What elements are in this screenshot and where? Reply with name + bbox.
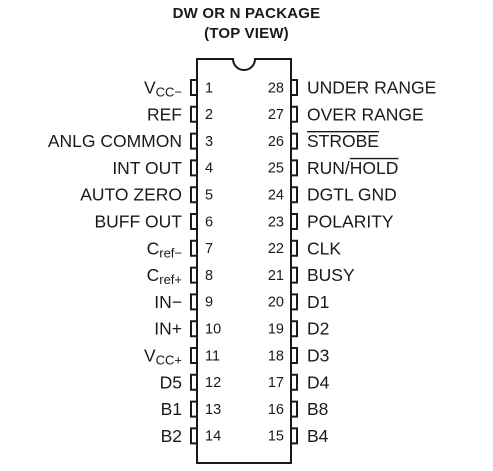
pin-bracket bbox=[190, 132, 197, 150]
pin-bracket bbox=[291, 427, 298, 445]
pin-label: REF bbox=[147, 104, 182, 124]
pin-number: 19 bbox=[268, 322, 284, 338]
left-pin-group: 1 VCC− 2 REF 3 ANLG COMMON 4 INT OUT 5 AUTO ZERO 6… bbox=[48, 77, 221, 445]
pin-number: 9 bbox=[205, 295, 213, 311]
pin-number: 8 bbox=[205, 268, 213, 284]
pin-bracket bbox=[190, 159, 197, 177]
pin-bracket bbox=[190, 239, 197, 257]
pin-number: 16 bbox=[268, 402, 284, 418]
pin-label: B1 bbox=[161, 399, 182, 419]
pin-number: 25 bbox=[268, 161, 284, 177]
pin-bracket bbox=[291, 373, 298, 391]
pin-label: B2 bbox=[161, 426, 182, 446]
pin-label: RUN/HOLD bbox=[307, 158, 398, 178]
pin-label: BUFF OUT bbox=[95, 211, 183, 231]
pin-number: 2 bbox=[205, 107, 213, 123]
pin-label: IN+ bbox=[154, 318, 182, 338]
pin-label: D3 bbox=[307, 345, 329, 365]
pin-bracket bbox=[190, 373, 197, 391]
pin-bracket bbox=[291, 159, 298, 177]
pin-label: D2 bbox=[307, 318, 329, 338]
pin-bracket bbox=[291, 186, 298, 204]
pin-bracket bbox=[190, 427, 197, 445]
pin-number: 12 bbox=[205, 375, 221, 391]
pin-number: 27 bbox=[268, 107, 284, 123]
pin-label: B8 bbox=[307, 399, 328, 419]
pin-bracket bbox=[190, 400, 197, 418]
pin-label: B4 bbox=[307, 426, 329, 446]
pin-bracket bbox=[190, 213, 197, 230]
pin-bracket bbox=[291, 347, 298, 364]
pin-bracket bbox=[291, 239, 298, 257]
pin-label: Cref− bbox=[147, 238, 182, 261]
pin-number: 13 bbox=[205, 402, 221, 418]
pin-number: 11 bbox=[205, 348, 220, 364]
pin-number: 1 bbox=[205, 80, 213, 96]
pin-label: AUTO ZERO bbox=[80, 184, 182, 204]
pin-number: 7 bbox=[205, 241, 213, 257]
pin-bracket bbox=[190, 79, 197, 96]
pin-label: BUSY bbox=[307, 265, 355, 285]
pin-label: IN− bbox=[154, 292, 182, 312]
pin-bracket bbox=[190, 266, 197, 284]
pin-bracket bbox=[291, 400, 298, 418]
pin-bracket bbox=[190, 320, 197, 338]
pin-number: 10 bbox=[205, 322, 221, 338]
pin-label: VCC+ bbox=[144, 345, 182, 368]
pin-number: 24 bbox=[268, 188, 284, 204]
pin-label: UNDER RANGE bbox=[307, 77, 436, 97]
pin-number: 4 bbox=[205, 161, 213, 177]
pin-number: 6 bbox=[205, 214, 213, 230]
view-title: (TOP VIEW) bbox=[204, 25, 289, 42]
pin-number: 21 bbox=[268, 268, 284, 284]
pin-label: INT OUT bbox=[112, 158, 182, 178]
right-pin-group: 28 UNDER RANGE 27 OVER RANGE 26 STROBE 25 RUN/H… bbox=[268, 77, 436, 445]
pin-number: 17 bbox=[268, 375, 284, 391]
pin-bracket bbox=[291, 293, 298, 311]
pin-label: STROBE bbox=[307, 131, 379, 151]
pin-label: ANLG COMMON bbox=[48, 131, 182, 151]
pin-number: 26 bbox=[268, 134, 284, 150]
pin-bracket bbox=[291, 132, 298, 150]
pin-number: 23 bbox=[268, 214, 284, 230]
pin-bracket bbox=[291, 266, 298, 284]
pin-bracket bbox=[190, 347, 197, 364]
pin-bracket bbox=[291, 320, 298, 338]
pin-label: OVER RANGE bbox=[307, 104, 424, 124]
package-title: DW OR N PACKAGE bbox=[172, 5, 321, 22]
pin-label: Cref+ bbox=[147, 265, 182, 288]
pin-label: D4 bbox=[307, 372, 330, 392]
pin-label: D1 bbox=[307, 292, 329, 312]
pin-bracket bbox=[190, 186, 197, 204]
pin-number: 22 bbox=[268, 241, 284, 257]
pin-label: VCC− bbox=[144, 77, 182, 100]
pin-bracket bbox=[291, 213, 298, 230]
pin-number: 18 bbox=[268, 348, 284, 364]
pin-number: 28 bbox=[268, 80, 284, 96]
pin-number: 3 bbox=[205, 134, 213, 150]
pin-number: 15 bbox=[268, 429, 284, 445]
pin-number: 5 bbox=[205, 188, 213, 204]
pin-label: POLARITY bbox=[307, 211, 394, 231]
pin-number: 14 bbox=[205, 429, 221, 445]
pin-label: CLK bbox=[307, 238, 341, 258]
pin-label: DGTL GND bbox=[307, 184, 397, 204]
pin-bracket bbox=[291, 79, 298, 96]
pin-bracket bbox=[190, 293, 197, 311]
pin-bracket bbox=[190, 105, 197, 123]
pin-label: D5 bbox=[160, 372, 182, 392]
pin-number: 20 bbox=[268, 295, 284, 311]
ic-package-body bbox=[196, 58, 292, 464]
pin-bracket bbox=[291, 105, 298, 123]
